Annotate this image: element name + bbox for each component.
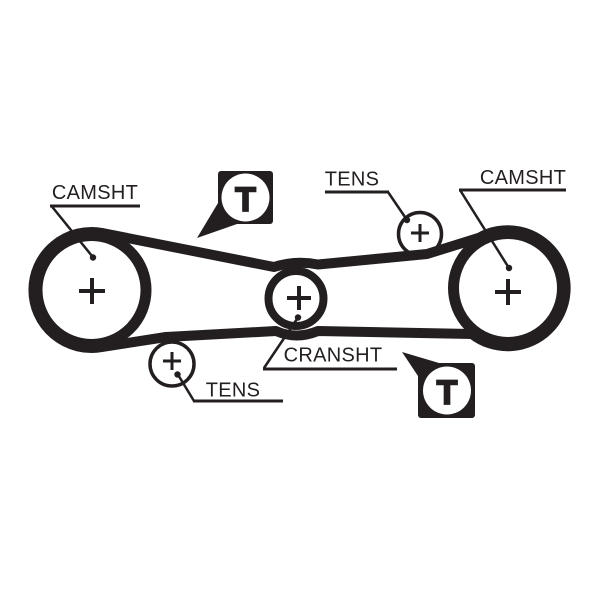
label-tensioner-right: TENS [325, 169, 380, 191]
label-camshaft-left: CAMSHT [52, 182, 138, 204]
callout-tensioner-left: TENS [174, 371, 283, 403]
leader-line-camshaft-right [458, 189, 510, 268]
label-camshaft-right: CAMSHT [480, 167, 566, 189]
tensioner-pulley-left [148, 340, 196, 388]
leader-line-crankshaft [262, 318, 299, 369]
badge-circle-bottom [423, 366, 471, 415]
callout-tensioner-right: TENS [325, 169, 411, 224]
timing-mark-badge-bottom: T [402, 352, 475, 418]
center-mark-tensioner-right [411, 224, 429, 242]
center-mark-crankshaft [287, 286, 311, 310]
leader-line-camshaft-left [50, 205, 93, 257]
center-mark-camshaft-left [79, 278, 105, 304]
leader-line-tensioner-right [386, 191, 408, 220]
timing-mark-letter-bottom: T [437, 374, 458, 412]
leader-line-tensioner-left [177, 374, 196, 402]
timing-mark-badge-top: T [197, 171, 273, 238]
center-mark-camshaft-right [495, 279, 521, 305]
badge-pointer-top [197, 203, 237, 238]
callout-crankshaft: CRANSHT [262, 314, 397, 371]
crankshaft-pulley [264, 267, 328, 330]
leader-dot-tensioner-right [403, 216, 411, 224]
leader-dot-camshaft-right [505, 264, 513, 272]
callout-camshaft-left: CAMSHT [50, 182, 140, 261]
center-mark-tensioner-left [163, 352, 181, 370]
timing-belt [28, 225, 571, 353]
leader-dot-camshaft-left [89, 254, 97, 261]
label-tensioner-left: TENS [206, 380, 261, 402]
leader-dot-tensioner-left [174, 371, 181, 378]
label-crankshaft: CRANSHT [284, 345, 383, 367]
leader-dot-crankshaft [294, 314, 302, 321]
timing-mark-letter-top: T [235, 181, 256, 219]
callout-camshaft-right: CAMSHT [458, 167, 566, 272]
badge-circle-top [221, 173, 270, 222]
